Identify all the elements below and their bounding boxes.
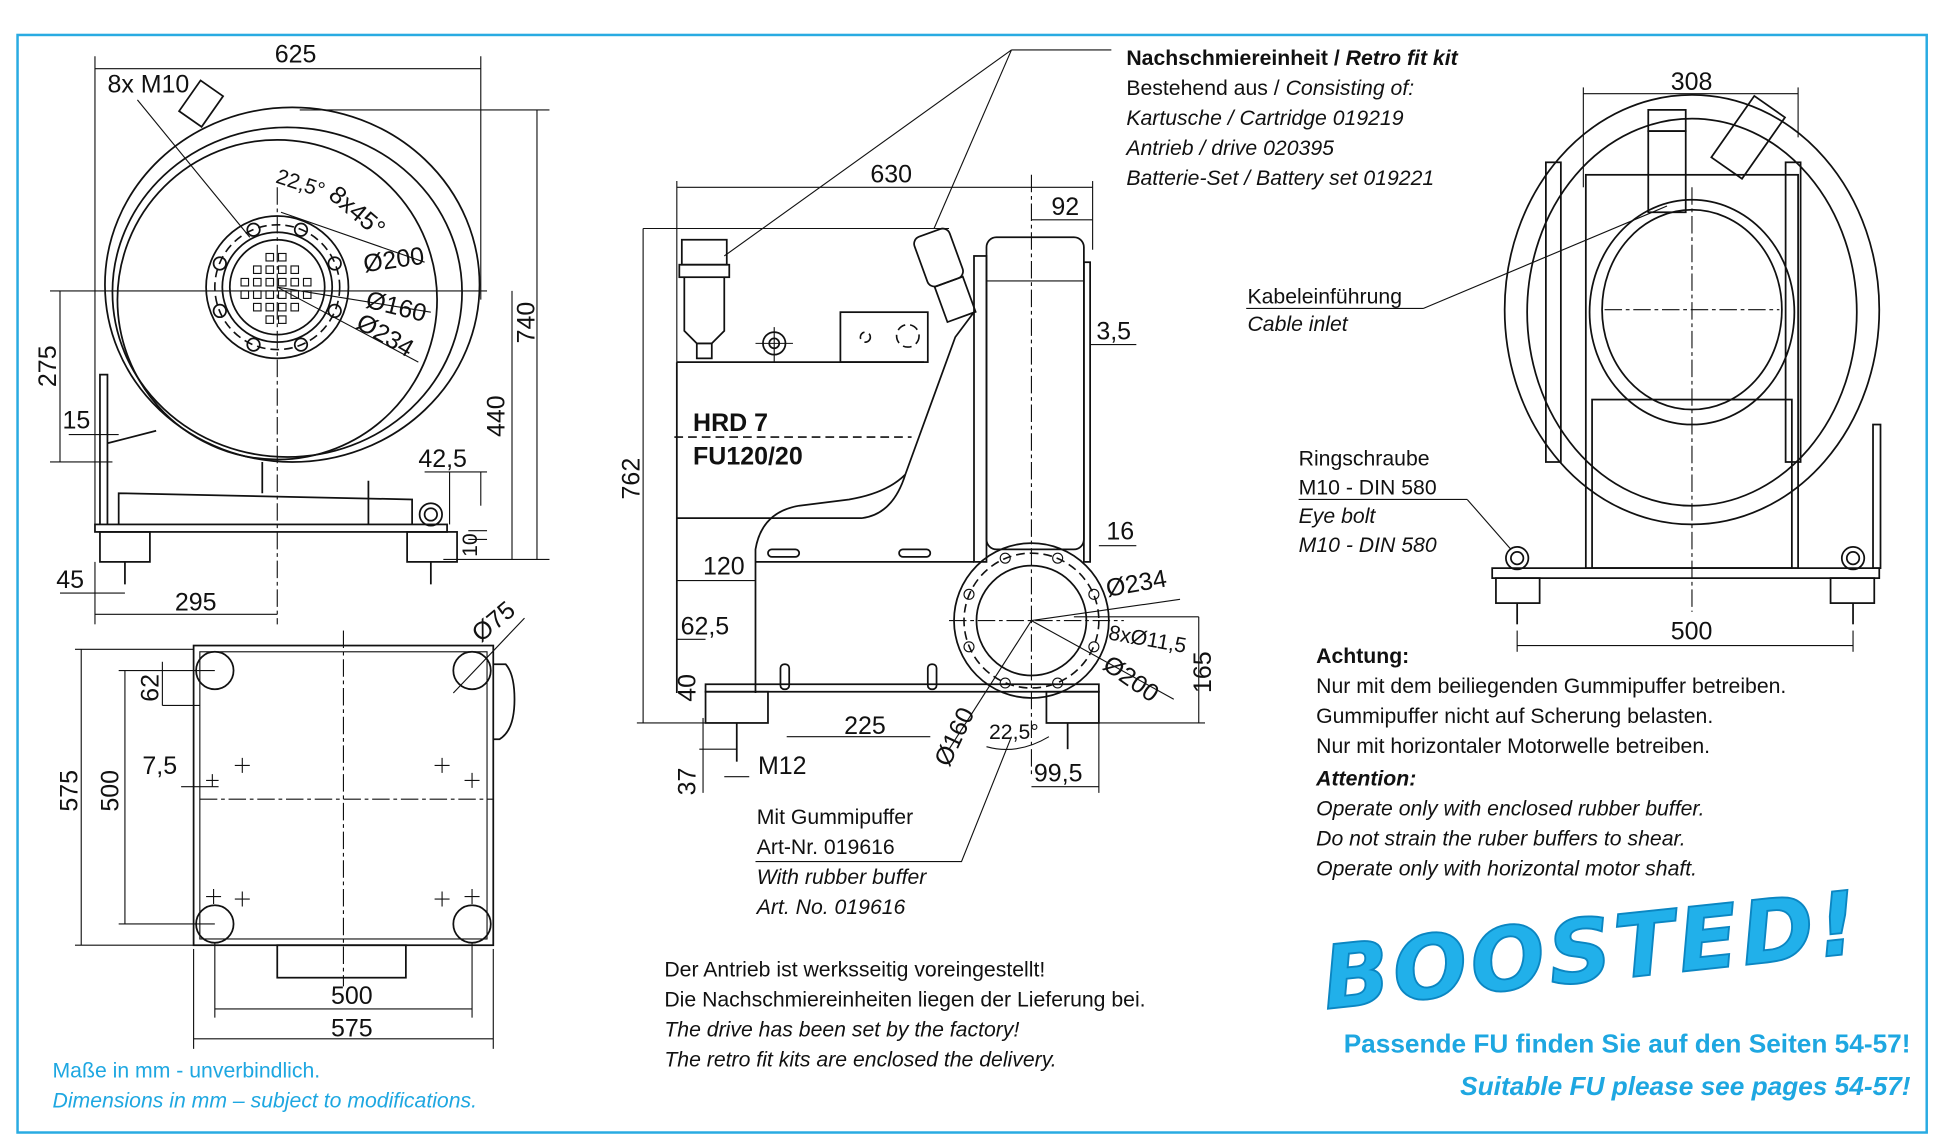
buffer-art-de: Art-Nr. 019616 xyxy=(757,836,895,859)
warning-en-3: Operate only with horizontal motor shaft… xyxy=(1316,857,1697,880)
buffer-en: With rubber buffer xyxy=(757,866,928,889)
dim-275: 275 xyxy=(34,345,62,387)
dim-angle: 22,5° xyxy=(989,721,1039,744)
flange-bolt-holes xyxy=(212,222,342,352)
retrofit-line1-en: Consisting of: xyxy=(1286,77,1415,100)
warning-title-en: Attention: xyxy=(1315,767,1416,790)
cable-inlet-de: Kabeleinführung xyxy=(1247,285,1402,308)
eyebolt-en: Eye bolt xyxy=(1299,505,1377,528)
buffer-de: Mit Gummipuffer xyxy=(757,806,913,829)
units-note-en: Dimensions in mm – subject to modificati… xyxy=(53,1090,478,1113)
rubber-buffer-note: Mit Gummipuffer Art-Nr. 019616 With rubb… xyxy=(755,806,928,919)
cable-inlet-en: Cable inlet xyxy=(1247,313,1348,336)
dim-62-5: 62,5 xyxy=(681,612,730,640)
rear-view: 308 Kabeleinführung Cable inlet Ringschr… xyxy=(1246,68,1882,652)
drive-note-2: Die Nachschmiereinheiten liegen der Lief… xyxy=(664,988,1145,1011)
retrofit-line1-de: Bestehend aus / xyxy=(1126,77,1285,100)
bolts-label: 8x M10 xyxy=(107,70,189,98)
dim-92: 92 xyxy=(1051,193,1079,221)
drawing-frame xyxy=(16,33,1928,1134)
eyebolt-spec-en: M10 - DIN 580 xyxy=(1299,534,1437,557)
dim-762: 762 xyxy=(617,458,645,500)
dim-99-5: 99,5 xyxy=(1034,760,1083,788)
warning-note: Achtung: Nur mit dem beiliegenden Gummip… xyxy=(1315,645,1786,880)
front-view: 625 8x M10 22,5° 8x45° Ø200 Ø160 Ø234 74… xyxy=(34,40,550,625)
warning-en-2: Do not strain the ruber buffers to shear… xyxy=(1316,827,1686,850)
outlet-bolt-holes xyxy=(963,552,1100,689)
dim-d75: Ø75 xyxy=(467,596,521,648)
dim-d200: Ø200 xyxy=(362,242,426,278)
top-view: Ø75 62 575 500 7,5 500 575 xyxy=(55,596,525,1049)
dim-308: 308 xyxy=(1671,68,1713,96)
buffer-art-en: Art. No. 019616 xyxy=(755,896,906,919)
bolt-pattern-label: 8x45° xyxy=(323,180,390,243)
retrofit-title-de: Nachschmiereinheit / xyxy=(1126,47,1345,70)
model-drive: FU120/20 xyxy=(693,442,803,470)
dim-295: 295 xyxy=(175,589,217,617)
dim-16: 16 xyxy=(1106,517,1134,545)
retrofit-title-en: Retro fit kit xyxy=(1346,47,1459,70)
model-name: HRD 7 xyxy=(693,409,768,437)
drive-note-4: The retro fit kits are enclosed the deli… xyxy=(664,1048,1056,1071)
retrofit-battery: Batterie-Set / Battery set 019221 xyxy=(1126,167,1434,190)
dim-165: 165 xyxy=(1189,651,1217,693)
drive-note-1: Der Antrieb ist werksseitig voreingestel… xyxy=(664,958,1045,981)
drive-note-3: The drive has been set by the factory! xyxy=(664,1018,1019,1041)
svg-text:Bestehend aus / Consisting of:: Bestehend aus / Consisting of: xyxy=(1126,77,1414,100)
warning-de-3: Nur mit horizontaler Motorwelle betreibe… xyxy=(1316,735,1710,758)
retrofit-drive: Antrieb / drive 020395 xyxy=(1124,137,1334,160)
fu-note-de: Passende FU finden Sie auf den Seiten 54… xyxy=(1344,1029,1911,1059)
dim-630: 630 xyxy=(870,160,912,188)
dim-10: 10 xyxy=(459,533,482,557)
dim-42-5: 42,5 xyxy=(418,445,467,473)
units-note-de: Maße in mm - unverbindlich. xyxy=(53,1060,321,1083)
dim-62: 62 xyxy=(137,674,165,702)
dim-575-horizontal: 575 xyxy=(331,1014,373,1042)
eyebolt-de: Ringschraube xyxy=(1299,448,1430,471)
dim-500-vertical: 500 xyxy=(97,770,125,812)
retrofit-kit-note: Nachschmiereinheit / Retro fit kit Beste… xyxy=(1124,47,1458,190)
side-view: 630 92 3,5 762 HRD 7 FU120/20 120 16 Ø23… xyxy=(617,160,1217,863)
dim-d234: Ø234 xyxy=(1104,565,1169,603)
dim-37: 37 xyxy=(674,768,702,796)
dim-625: 625 xyxy=(275,40,317,68)
warning-de-1: Nur mit dem beiliegenden Gummipuffer bet… xyxy=(1316,675,1786,698)
dim-15: 15 xyxy=(62,406,90,434)
dim-d160: Ø160 xyxy=(929,703,980,770)
dim-740: 740 xyxy=(512,302,540,344)
dim-120: 120 xyxy=(703,552,745,580)
dim-45: 45 xyxy=(56,566,84,594)
dim-500-horizontal: 500 xyxy=(331,982,373,1010)
drive-note: Der Antrieb ist werksseitig voreingestel… xyxy=(664,958,1145,1071)
inlet-grid xyxy=(240,252,312,324)
thread-m12: M12 xyxy=(758,752,807,780)
retrofit-cartridge: Kartusche / Cartridge 019219 xyxy=(1126,107,1403,130)
dim-575-vertical: 575 xyxy=(55,770,83,812)
dim-440: 440 xyxy=(483,395,511,437)
dim-40: 40 xyxy=(674,674,702,702)
dim-d200: Ø200 xyxy=(1098,650,1164,708)
boosted-logo: BOOSTED! xyxy=(1318,872,1863,1030)
angle-label: 22,5° xyxy=(273,165,327,202)
svg-text:Nachschmiereinheit / Retro fit: Nachschmiereinheit / Retro fit kit xyxy=(1126,47,1458,70)
dim-500: 500 xyxy=(1671,617,1713,645)
fu-note-en: Suitable FU please see pages 54-57! xyxy=(1460,1071,1911,1101)
dim-225: 225 xyxy=(844,712,886,740)
warning-en-1: Operate only with enclosed rubber buffer… xyxy=(1316,797,1704,820)
dim-7-5: 7,5 xyxy=(142,752,177,780)
eyebolt-spec-de: M10 - DIN 580 xyxy=(1299,476,1437,499)
retrofit-leaders xyxy=(723,49,1112,257)
warning-de-2: Gummipuffer nicht auf Scherung belasten. xyxy=(1316,705,1713,728)
warning-title-de: Achtung: xyxy=(1316,645,1409,668)
dim-3-5: 3,5 xyxy=(1096,318,1131,346)
